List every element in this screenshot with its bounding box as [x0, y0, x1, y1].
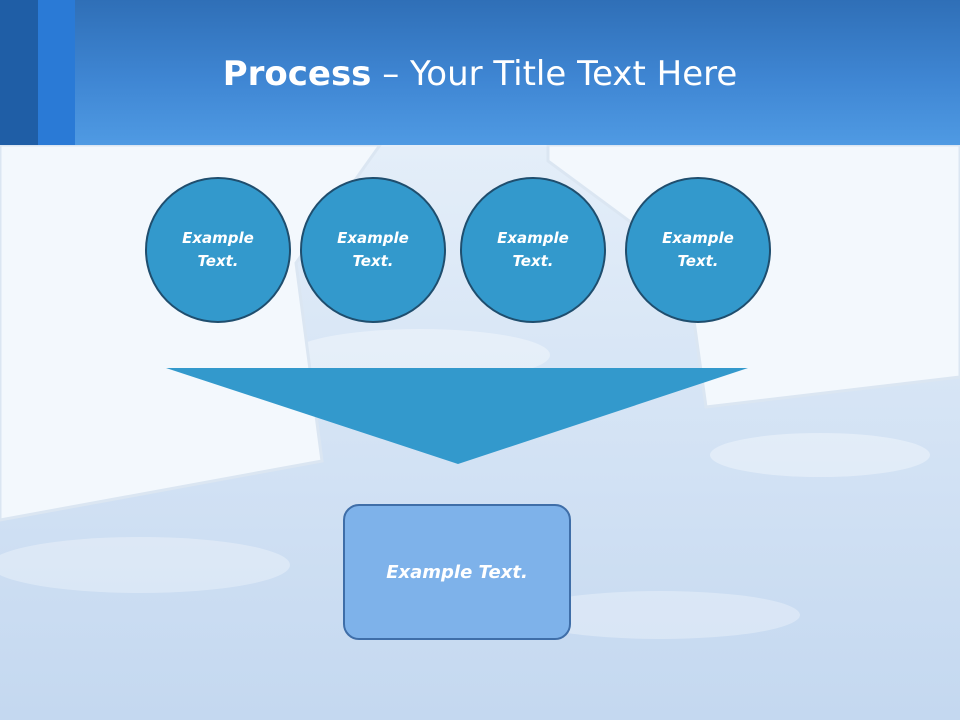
process-step-4[interactable]: Example Text. [625, 177, 771, 323]
slide-title: Process – Your Title Text Here [0, 52, 960, 96]
result-box[interactable]: Example Text. [343, 504, 571, 640]
process-step-label: Example Text. [497, 229, 569, 270]
process-step-2[interactable]: Example Text. [300, 177, 446, 323]
process-step-1[interactable]: Example Text. [145, 177, 291, 323]
header-accent-strip [0, 0, 38, 145]
title-bold: Process [222, 54, 372, 94]
process-step-label: Example Text. [662, 229, 734, 270]
header-band: Process – Your Title Text Here [0, 0, 960, 145]
result-label: Example Text. [386, 561, 528, 583]
process-step-label: Example Text. [182, 229, 254, 270]
process-step-label: Example Text. [337, 229, 409, 270]
cloud-shape [0, 537, 290, 593]
funnel-arrow [166, 368, 748, 464]
header-accent-strip [38, 0, 75, 145]
funnel-triangle [166, 368, 748, 464]
title-rest: – Your Title Text Here [371, 54, 738, 94]
cloud-shape [710, 433, 930, 477]
cloud-shape [520, 591, 800, 639]
process-step-3[interactable]: Example Text. [460, 177, 606, 323]
